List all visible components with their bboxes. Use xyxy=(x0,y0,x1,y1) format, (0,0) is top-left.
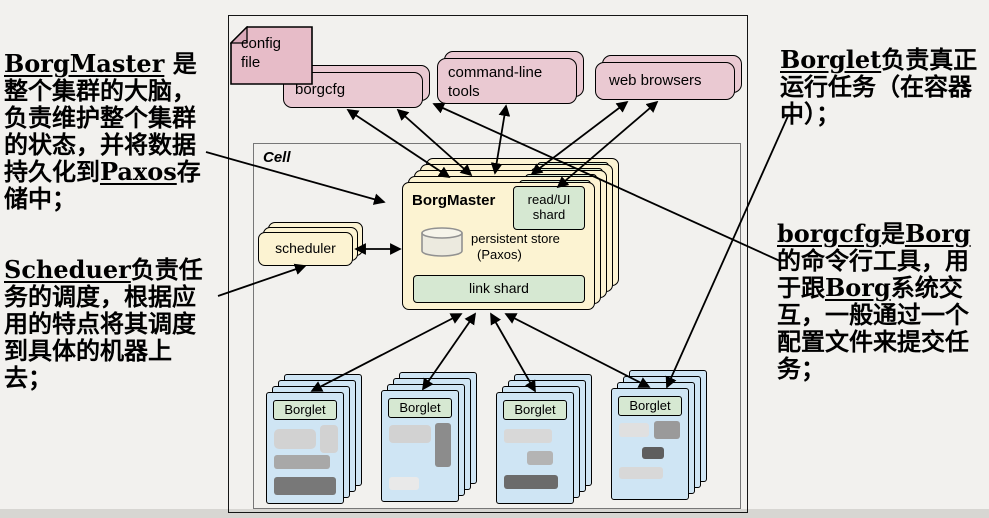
term-paxos: Paxos xyxy=(100,157,177,186)
right-annotation-borgcfg: borgcfg是Borg的命令行工具，用于跟Borg系统交互，一般通过一个配置文… xyxy=(777,219,971,383)
task-box xyxy=(389,425,431,443)
command-line-tools-box: command-line tools xyxy=(437,58,577,104)
task-box xyxy=(274,455,330,469)
borgcfg-label: borgcfg xyxy=(295,81,346,98)
folded-note-shape xyxy=(229,25,313,85)
task-box xyxy=(389,477,419,490)
cell-label: Cell xyxy=(263,149,291,166)
bottom-strip xyxy=(0,509,989,518)
term-borgcfg: borgcfg xyxy=(777,219,881,248)
machine-3-front: Borglet xyxy=(496,392,574,504)
command-line-tools-label: command-line tools xyxy=(448,64,543,100)
task-box xyxy=(619,423,649,437)
borglet-box: Borglet xyxy=(388,398,452,418)
borglet-label: Borglet xyxy=(284,402,326,417)
task-box xyxy=(274,429,316,449)
link-shard-label: link shard xyxy=(469,280,529,296)
task-box xyxy=(504,475,558,489)
task-box xyxy=(504,429,552,443)
link-shard-box: link shard xyxy=(413,275,585,303)
web-browsers-box: web browsers xyxy=(595,62,735,100)
task-box xyxy=(654,421,680,439)
borglet-label: Borglet xyxy=(514,402,556,417)
task-box xyxy=(320,425,338,453)
left-annotation-scheduler: Scheduer负责任务的调度，根据应用的特点将其调度到具体的机器上去； xyxy=(4,255,203,392)
term-borglet: Borglet xyxy=(780,45,882,74)
task-box xyxy=(619,467,663,479)
web-browsers-label: web browsers xyxy=(609,72,702,89)
paxos-label: (Paxos) xyxy=(477,247,522,262)
task-box xyxy=(435,423,451,467)
left-annotation-borgmaster: BorgMaster 是整个集群的大脑，负责维护整个集群的状态，并将数据持久化到… xyxy=(4,49,201,213)
scheduler-box: scheduler xyxy=(258,232,353,266)
term-scheduler: Scheduer xyxy=(4,255,131,284)
task-box xyxy=(527,451,553,465)
borglet-box: Borglet xyxy=(503,400,567,420)
machine-1-front: Borglet xyxy=(266,392,344,504)
read-ui-shard-label: read/UI shard xyxy=(527,192,571,222)
config-file-note: config file xyxy=(229,25,314,91)
machine-2-front: Borglet xyxy=(381,390,459,502)
scheduler-label: scheduler xyxy=(275,240,336,256)
borglet-label: Borglet xyxy=(629,398,671,413)
borglet-label: Borglet xyxy=(399,400,441,415)
machine-4-front: Borglet xyxy=(611,388,689,500)
config-file-label: config file xyxy=(241,35,282,71)
right-annotation-borglet: Borglet负责真正运行任务（在容器中）； xyxy=(780,45,978,128)
database-icon xyxy=(421,227,463,257)
borglet-box: Borglet xyxy=(618,396,682,416)
borgmaster-box: BorgMaster read/UI shard persistent stor… xyxy=(402,182,595,310)
task-box xyxy=(642,447,664,459)
persistent-store-label: persistent store xyxy=(471,231,560,246)
term-borgmaster: BorgMaster xyxy=(4,49,165,78)
borgmaster-label: BorgMaster xyxy=(412,192,496,209)
task-box xyxy=(274,477,336,495)
read-ui-shard-box: read/UI shard xyxy=(513,186,585,230)
borglet-box: Borglet xyxy=(273,400,337,420)
